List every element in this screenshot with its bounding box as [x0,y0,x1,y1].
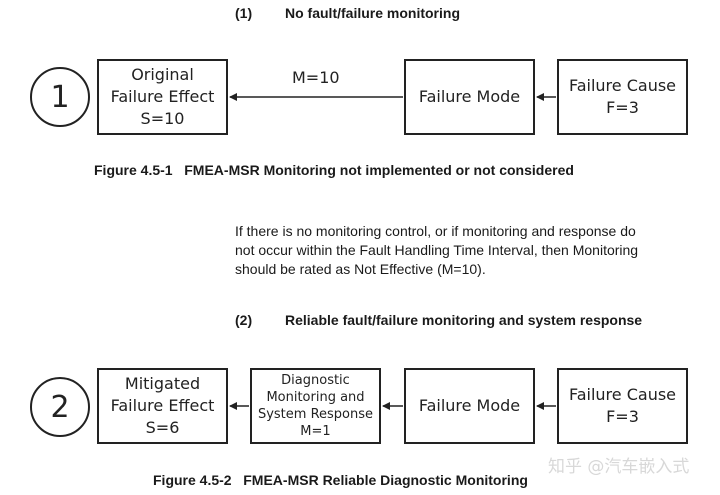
box-line: S=6 [145,418,180,437]
diagram-2-number: 2 [50,389,70,425]
original-failure-effect-box: Original Failure Effect S=10 [97,59,228,135]
diagram-2-number-circle: 2 [30,377,90,437]
box-line: F=3 [606,407,639,426]
box-line: S=10 [140,109,185,128]
diagnostic-monitoring-box: Diagnostic Monitoring and System Respons… [250,368,381,444]
box-line: F=3 [606,98,639,117]
monitoring-explanation-paragraph: If there is no monitoring control, or if… [235,222,705,279]
failure-cause-box-2: Failure Cause F=3 [557,368,688,444]
paragraph-line: not occur within the Fault Handling Time… [235,242,639,258]
box-line: M=1 [300,424,331,439]
box-line: Failure Effect [110,396,215,415]
section-1-title: No fault/failure monitoring [285,5,460,21]
section-2-number: (2) [235,312,253,328]
diagram-1-number: 1 [50,79,70,115]
box-line: Failure Mode [418,87,521,106]
mitigated-failure-effect-box: Mitigated Failure Effect S=6 [97,368,228,444]
figure-4-5-1-caption: Figure 4.5-1 FMEA-MSR Monitoring not imp… [94,162,574,178]
box-line: Failure Cause [568,385,677,404]
section-1-number: (1) [235,5,253,21]
paragraph-line: should be rated as Not Effective (M=10). [235,261,486,277]
diagram-1-number-circle: 1 [30,67,90,127]
box-line: Original [131,65,194,84]
box-line: System Response [257,407,374,422]
failure-mode-box-2: Failure Mode [404,368,535,444]
section-2-heading: (2) Reliable fault/failure monitoring and… [235,312,642,328]
box-line: Failure Mode [418,396,521,415]
box-line: Failure Effect [110,87,215,106]
box-line: Mitigated [124,374,201,393]
monitoring-rating-label: M=10 [292,68,340,87]
section-2-title: Reliable fault/failure monitoring and sy… [285,312,643,328]
box-line: Failure Cause [568,76,677,95]
failure-mode-box-1: Failure Mode [404,59,535,135]
failure-cause-box-1: Failure Cause F=3 [557,59,688,135]
figure-4-5-2-caption: Figure 4.5-2 FMEA-MSR Reliable Diagnosti… [153,472,528,488]
section-1-heading: (1) No fault/failure monitoring [235,5,460,21]
box-line: Monitoring and [266,390,365,405]
paragraph-line: If there is no monitoring control, or if… [235,223,636,239]
box-line: Diagnostic [281,373,350,388]
watermark: 知乎 @汽车嵌入式 [548,457,690,477]
